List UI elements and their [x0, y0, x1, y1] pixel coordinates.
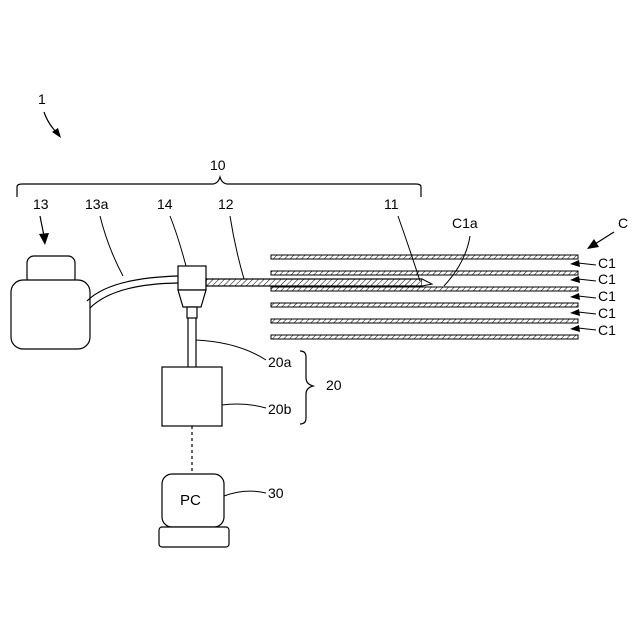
group-brace: 10: [17, 157, 421, 197]
plate: [271, 287, 578, 291]
plates: [271, 255, 578, 339]
plate-arrow-line: [578, 279, 596, 281]
connector-leader: [170, 216, 186, 266]
plate-arrow-line: [578, 328, 596, 330]
tube-label: 13a: [85, 196, 109, 212]
nozzle-label: 11: [384, 196, 399, 212]
plate-label: C1: [598, 271, 616, 287]
plate-label: C1: [598, 255, 616, 271]
stack-label: C: [618, 215, 628, 231]
tube: 13a: [85, 196, 178, 308]
sensor-leader: [196, 340, 266, 360]
device-label: 20b: [268, 401, 292, 417]
sensor-label: 20a: [268, 354, 292, 370]
stack-reference: C: [587, 215, 628, 249]
tube-lower: [90, 283, 178, 308]
device-leader: [222, 404, 266, 408]
connector-label: 14: [157, 196, 173, 212]
plate-label: C1: [598, 322, 616, 338]
computer-label: 30: [268, 485, 284, 501]
connector-funnel: [178, 290, 206, 307]
plate: [271, 271, 578, 275]
tube-upper: [87, 276, 178, 301]
plate-arrow-line: [578, 312, 596, 314]
pc-text: PC: [180, 492, 201, 509]
tank-label: 13: [33, 196, 49, 212]
system-label: 1: [38, 91, 46, 107]
plate: [271, 255, 578, 259]
plate: [271, 335, 578, 339]
plate-label: C1: [598, 305, 616, 321]
tank-arrow-line: [40, 216, 44, 236]
plate-arrow-line: [578, 263, 596, 265]
device: 20b: [162, 367, 292, 426]
tank-body: [11, 280, 90, 349]
gap-label: C1a: [452, 215, 478, 231]
plate-label: C1: [598, 288, 616, 304]
group-brace-line: [17, 177, 421, 197]
assembly-brace: 20: [300, 351, 342, 424]
tank-arrowhead: [39, 233, 49, 245]
nozzle-tip: [422, 279, 432, 286]
device-body: [162, 367, 222, 426]
tube-leader: [100, 216, 123, 276]
pipe-label: 12: [218, 196, 234, 212]
pipe-body: [206, 279, 422, 286]
assembly-label: 20: [326, 377, 342, 393]
connector-body: [178, 266, 206, 290]
plate-labels: C1 C1 C1 C1 C1: [570, 255, 616, 338]
stack-arrowhead: [587, 239, 599, 249]
connector-stem: [187, 307, 197, 318]
plate-arrow-line: [578, 296, 596, 298]
tank: 13: [11, 196, 90, 349]
plate: [271, 319, 578, 323]
system-reference: 1: [38, 91, 61, 138]
gap-leader: [444, 236, 470, 286]
computer-leader: [224, 491, 266, 496]
stack-arrow-line: [595, 232, 614, 244]
sensor: 20a: [188, 318, 292, 370]
computer: PC 30: [159, 474, 284, 547]
pipe-leader: [230, 216, 244, 279]
group-label: 10: [210, 157, 226, 173]
assembly-brace-line: [300, 351, 313, 424]
pc-keyboard: [159, 527, 229, 547]
plate: [271, 303, 578, 307]
connector: 14: [157, 196, 206, 318]
